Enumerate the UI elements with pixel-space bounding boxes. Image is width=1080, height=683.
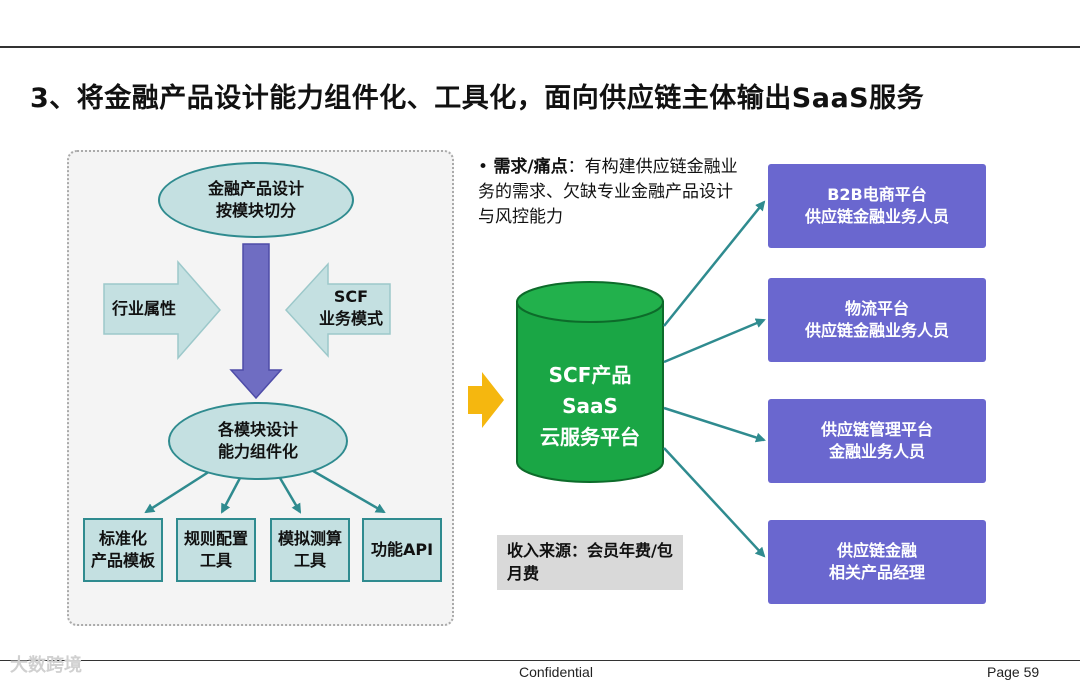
watermark: 大数跨境	[10, 655, 82, 676]
industry-arrow-icon	[103, 260, 221, 360]
platform-box-b2b: B2B电商平台 供应链金融业务人员	[768, 164, 986, 248]
cylinder-line: SaaS	[562, 394, 618, 418]
arrow-to-rules	[220, 477, 242, 514]
industry-label: 行业属性	[111, 299, 176, 318]
scf-mode-label: SCF 业务模式	[310, 286, 392, 330]
page-title: 3、将金融产品设计能力组件化、工具化，面向供应链主体输出SaaS服务	[30, 83, 925, 114]
bullet: •	[478, 157, 489, 177]
tool-box-simulation: 模拟测算 工具	[270, 518, 350, 582]
platform-box-scm: 供应链管理平台 金融业务人员	[768, 399, 986, 483]
platform-line: 相关产品经理	[828, 563, 925, 582]
product-design-ellipse: 金融产品设计 按模块切分	[158, 162, 354, 238]
arrow-to-b2b	[663, 200, 766, 327]
ellipse-line: 能力组件化	[217, 442, 298, 461]
ellipse-line: 按模块切分	[215, 201, 296, 220]
arrow-to-pm	[663, 447, 766, 558]
saas-cylinder	[516, 281, 664, 483]
platform-line: 金融业务人员	[828, 442, 925, 461]
arrow-to-api	[307, 466, 386, 514]
pain-point-label: 需求/痛点	[493, 157, 568, 177]
platform-line: B2B电商平台	[827, 185, 927, 204]
tool-box-template: 标准化 产品模板	[83, 518, 163, 582]
platform-box-pm: 供应链金融 相关产品经理	[768, 520, 986, 604]
tool-line: 标准化	[98, 529, 147, 548]
module-design-ellipse: 各模块设计 能力组件化	[168, 402, 348, 480]
scf-mode-line: 业务模式	[318, 309, 383, 328]
pain-point-text: • 需求/痛点：有构建供应链金融业务的需求、欠缺专业金融产品设计与风控能力	[478, 155, 738, 230]
tool-line: 工具	[199, 551, 232, 570]
tool-line: 工具	[293, 551, 326, 570]
arrow-to-logistics	[663, 318, 766, 364]
platform-line: 供应链管理平台	[820, 420, 933, 439]
confidential-label: Confidential	[519, 664, 593, 680]
saas-platform-label: SCF产品 SaaS 云服务平台	[517, 360, 663, 453]
top-rule	[0, 46, 1080, 48]
cylinder-line: 云服务平台	[540, 425, 640, 449]
bottom-rule	[0, 660, 1080, 661]
tool-box-api: 功能API	[362, 518, 442, 582]
platform-line: 供应链金融业务人员	[804, 321, 949, 340]
income-source-box: 收入来源：会员年费/包月费	[497, 535, 683, 590]
cylinder-line: SCF产品	[548, 363, 632, 387]
arrow-to-simulation	[278, 477, 302, 514]
pain-point-desc: ：有构建供应链金融业务的需求、欠缺专业金融产品设计与风控能力	[478, 157, 738, 227]
platform-box-logistics: 物流平台 供应链金融业务人员	[768, 278, 986, 362]
tool-line: 产品模板	[90, 551, 155, 570]
platform-line: 供应链金融业务人员	[804, 207, 949, 226]
tool-box-rules: 规则配置 工具	[176, 518, 256, 582]
platform-line: 物流平台	[844, 299, 909, 318]
ellipse-line: 各模块设计	[217, 420, 298, 439]
tool-line: 功能API	[370, 540, 434, 559]
ellipse-line: 金融产品设计	[207, 179, 304, 198]
down-arrow-icon	[229, 243, 283, 400]
scf-arrow-icon	[284, 262, 391, 358]
arrow-to-template	[144, 464, 219, 514]
page-number: Page 59	[987, 664, 1040, 680]
scf-mode-line: SCF	[333, 287, 369, 306]
yellow-arrow-icon	[468, 372, 504, 428]
tool-line: 规则配置	[183, 529, 248, 548]
platform-line: 供应链金融	[836, 541, 917, 560]
arrow-to-scm	[663, 406, 766, 443]
tool-line: 模拟测算	[277, 529, 342, 548]
